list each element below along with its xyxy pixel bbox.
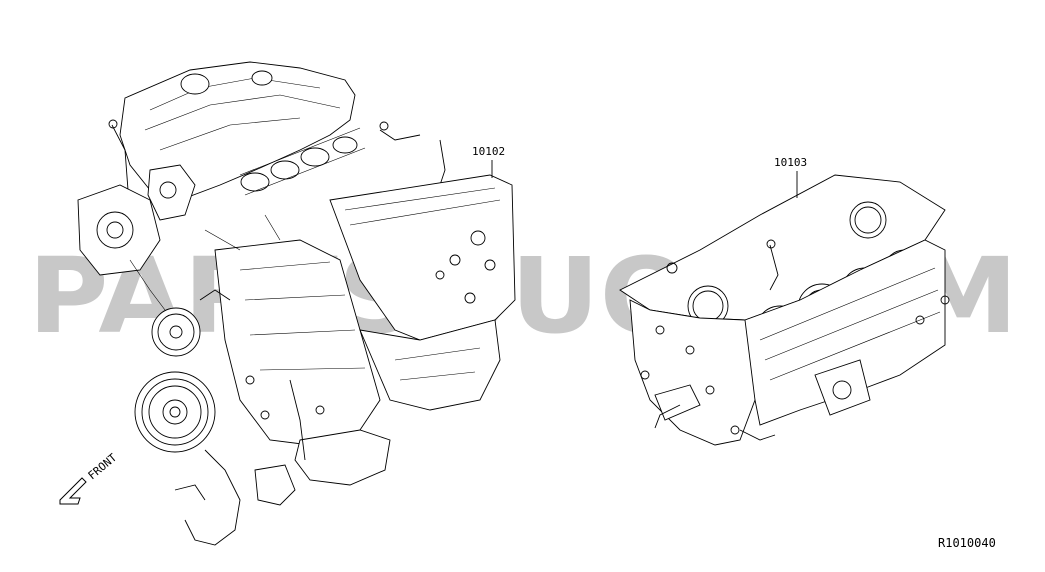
callout-short-block[interactable]: 10103 [774,156,807,198]
engine-assembly-illustration[interactable] [77,61,516,546]
callout-label-engine-assembly: 10102 [472,145,505,158]
front-arrow-icon [59,477,87,505]
callout-engine-assembly[interactable]: 10102 [472,145,505,178]
intake-runners [239,127,366,196]
short-block-illustration[interactable] [619,174,950,446]
front-direction-marker: FRONT [59,451,120,505]
crank-pulley [151,307,201,357]
figure-code: R1010040 [938,536,996,550]
callout-label-short-block: 10103 [774,156,807,169]
harmonic-balancer [134,371,216,453]
front-label: FRONT [86,451,120,482]
